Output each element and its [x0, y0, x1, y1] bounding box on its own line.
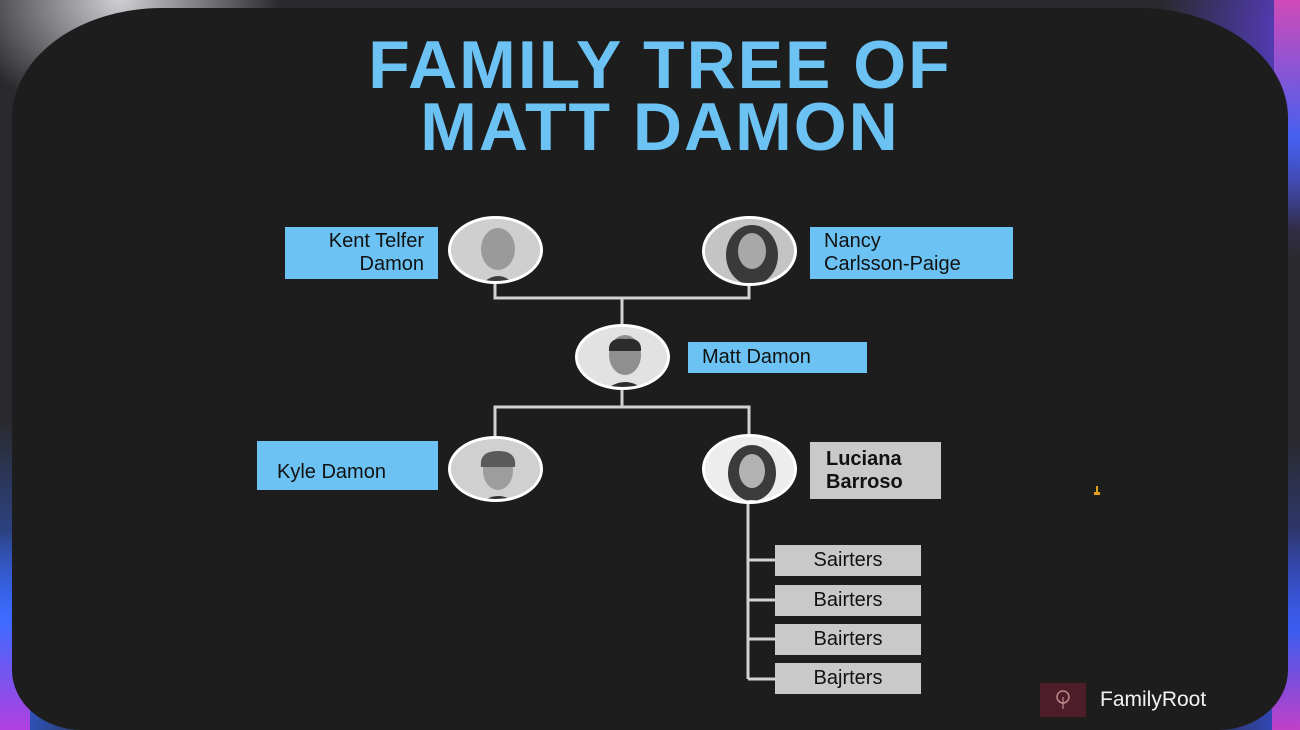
son-photo: [448, 436, 543, 502]
child-box-2: Bairters: [775, 585, 921, 616]
parents-connector: [493, 282, 751, 300]
father-name-line-2: Damon: [359, 253, 424, 275]
person-avatar-icon: [451, 219, 540, 281]
person-avatar-icon: [578, 327, 667, 387]
child-box-3: Bairters: [775, 624, 921, 655]
title-line-1: FAMILY TREE OF: [368, 27, 952, 103]
son-name: Kyle Damon: [277, 461, 386, 483]
spouse-photo: [702, 434, 797, 504]
child-box-4: Bajrters: [775, 663, 921, 694]
child-name-3: Bairters: [813, 628, 883, 650]
self-label: Matt Damon: [688, 342, 867, 373]
tree-icon: [1040, 683, 1086, 717]
father-label: Kent Telfer Damon: [285, 227, 438, 279]
mother-name-line-2: Carlsson-Paige: [824, 253, 961, 275]
father-photo: [448, 216, 543, 284]
brand: FamilyRoot: [1040, 683, 1206, 717]
stray-mark-icon: [1094, 486, 1100, 495]
spouse-label: Luciana Barroso: [810, 442, 941, 499]
child-name-4: Bajrters: [813, 667, 883, 689]
spouse-name-line-2: Barroso: [826, 470, 903, 493]
son-label: Kyle Damon: [257, 441, 438, 490]
father-name-line-1: Kent Telfer: [328, 230, 424, 252]
spouse-name-line-1: Luciana: [826, 447, 902, 470]
mother-name-line-1: Nancy: [824, 230, 881, 252]
self-to-children-connector: [493, 390, 751, 440]
brand-name: FamilyRoot: [1100, 688, 1207, 711]
person-avatar-icon: [705, 437, 794, 501]
title-line-2: MATT DAMON: [420, 89, 900, 165]
page-title: FAMILY TREE OF MATT DAMON: [150, 27, 1170, 165]
mother-label: Nancy Carlsson-Paige: [810, 227, 1013, 279]
child-box-1: Sairters: [775, 545, 921, 576]
person-avatar-icon: [705, 219, 794, 283]
child-name-2: Bairters: [813, 589, 883, 611]
self-name: Matt Damon: [702, 346, 811, 368]
mother-photo: [702, 216, 797, 286]
child-name-1: Sairters: [813, 549, 883, 571]
self-photo: [575, 324, 670, 390]
person-avatar-icon: [451, 439, 540, 499]
